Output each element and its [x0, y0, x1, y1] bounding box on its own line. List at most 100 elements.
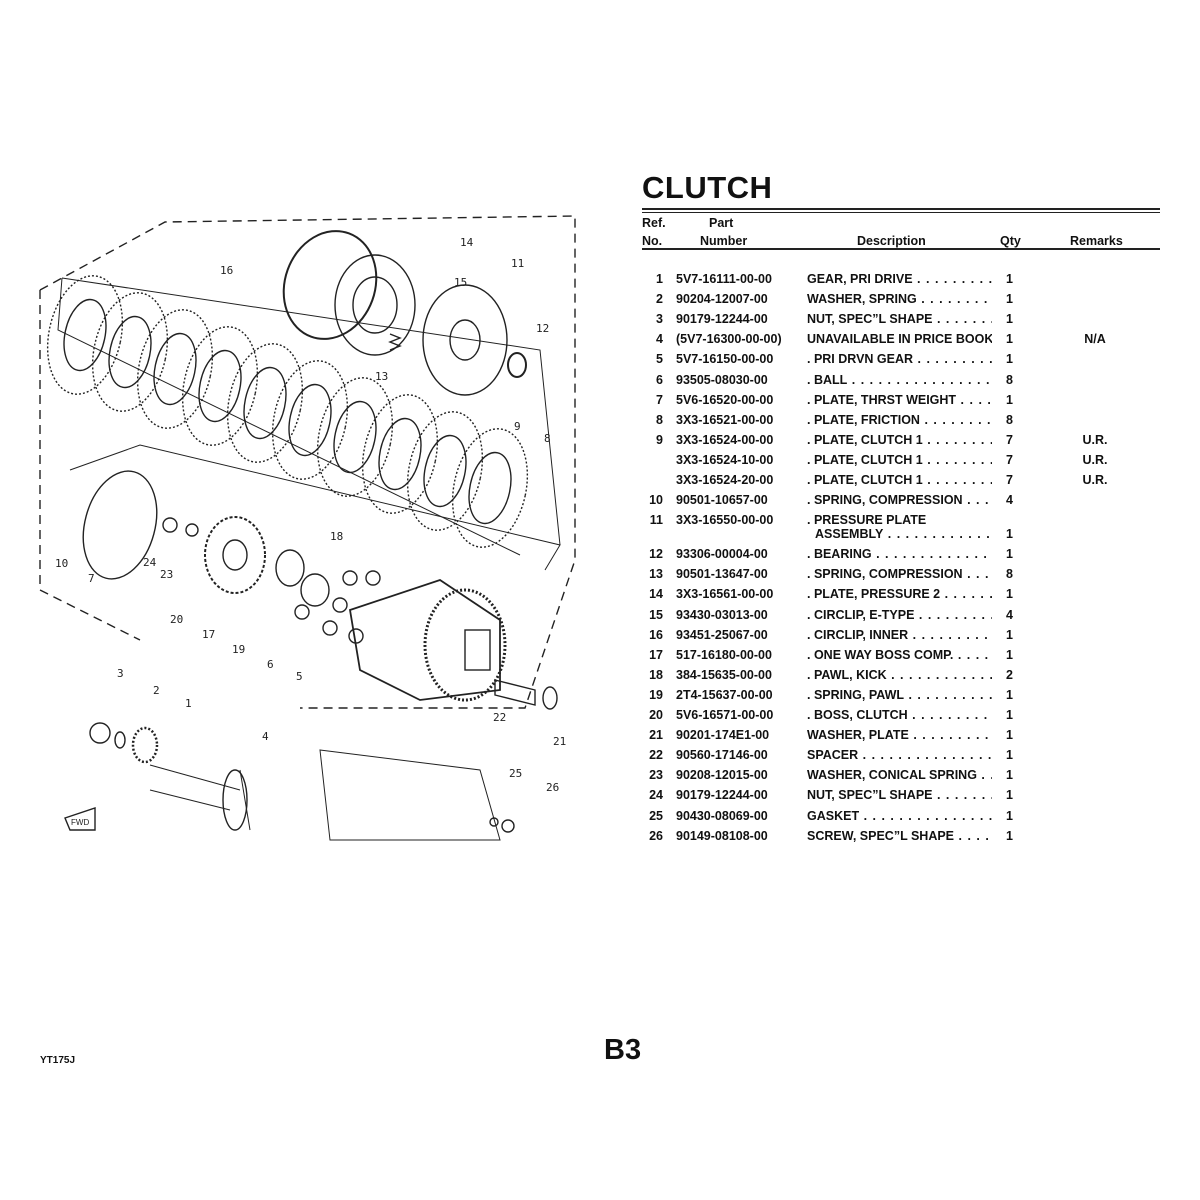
pressure-plate [422, 284, 508, 396]
quantity: 1 [1006, 828, 1013, 843]
gasket [489, 817, 499, 827]
thrust-plate [82, 470, 158, 580]
remarks: U.R. [1082, 473, 1108, 487]
title-rule [642, 208, 1160, 210]
quantity: 8 [1006, 567, 1013, 582]
description: . PLATE, CLUTCH 1 [807, 433, 992, 447]
callout-label: 26 [546, 781, 560, 794]
quantity: 1 [1006, 587, 1013, 602]
part-number: 90179-12244-00 [676, 788, 768, 803]
quantity: 7 [1006, 452, 1013, 467]
quantity: 4 [1006, 607, 1013, 622]
clutch-plate [271, 360, 349, 480]
part-number: 3X3-16561-00-00 [676, 587, 774, 602]
part-number: 5V6-16571-00-00 [676, 708, 774, 722]
clutch-boss-hole [222, 539, 248, 571]
part-number: 3X3-16524-20-00 [676, 473, 774, 487]
quantity: 1 [1006, 768, 1013, 783]
quantity: 1 [1006, 392, 1013, 407]
ref-number: 14 [649, 587, 663, 602]
remarks: U.R. [1082, 432, 1108, 447]
part-number: 90179-12244-00 [676, 312, 768, 327]
pawl-spring [300, 573, 330, 607]
clutch-plate [91, 292, 169, 412]
plate-inner-edge [333, 400, 377, 474]
ref-number: 19 [649, 687, 663, 702]
balls [294, 570, 381, 644]
part-number: 384-15635-00-00 [676, 667, 772, 682]
description: . SPRING, COMPRESSION [807, 493, 992, 507]
header-ref-top: Ref. [642, 216, 666, 230]
part-number: 5V6-16520-00-00 [676, 392, 774, 407]
table-row: 3X3-16524-10-00. PLATE, CLUTCH 17U.R. [640, 453, 1160, 473]
quantity: 1 [1006, 332, 1013, 347]
quantity: 1 [1006, 687, 1013, 702]
spring [388, 333, 402, 351]
callout-label: 6 [267, 658, 274, 671]
callout-label: 1 [185, 697, 192, 710]
part-number: 90204-12007-00 [676, 292, 768, 307]
part-number: 3X3-16521-00-00 [676, 412, 774, 427]
part-number: (5V7-16300-00-00) [676, 332, 782, 347]
part-number: 2T4-15637-00-00 [676, 687, 773, 702]
quantity: 4 [1006, 493, 1013, 508]
plate-inner-edge [468, 451, 512, 525]
ref-number: 17 [649, 647, 663, 662]
quantity: 1 [1006, 292, 1013, 307]
ref-number: 5 [656, 352, 663, 367]
quantity: 7 [1006, 473, 1013, 487]
callout-label: 12 [536, 322, 550, 335]
callout-label: 17 [202, 628, 216, 641]
clutch-housing [348, 579, 501, 701]
primary-driven-gear [423, 588, 507, 702]
part-number: 93505-08030-00 [676, 372, 768, 387]
quantity: 8 [1006, 372, 1013, 387]
fwd-arrow-logo: FWD [64, 807, 96, 831]
callout-label: 23 [160, 568, 174, 581]
crankshaft-and-case [149, 749, 501, 841]
clutch-plates [46, 275, 529, 548]
part-number: 93430-03013-00 [676, 607, 768, 622]
description: . PRESSURE PLATE [807, 513, 927, 528]
description: . SPRING, PAWL [807, 688, 992, 702]
circlip-inner [282, 230, 378, 340]
callout-label: 15 [454, 276, 468, 289]
plate-inner-edge [198, 349, 242, 423]
description: . ONE WAY BOSS COMP. [807, 648, 992, 662]
quantity: 1 [1006, 788, 1013, 803]
plate-inner-edge [288, 383, 332, 457]
description: NUT, SPEC”L SHAPE [807, 788, 992, 802]
quantity: 1 [1006, 627, 1013, 642]
callout-label: 25 [509, 767, 523, 780]
table-row: 23 90208-12015-00 WASHER, CONICAL SPRING 1 [640, 768, 1160, 788]
callout-label: 18 [330, 530, 344, 543]
pressure-plate-2-hole [352, 276, 398, 334]
pressure-plate-hub [449, 319, 481, 361]
ref-number: 18 [649, 667, 663, 682]
header-ref-bottom: No. [642, 234, 663, 248]
clutch-boss [204, 516, 266, 594]
quantity: 1 [1006, 728, 1013, 743]
ref-number: 23 [649, 768, 663, 783]
callout-label: 20 [170, 613, 184, 626]
table-row: 4(5V7-16300-00-00)UNAVAILABLE IN PRICE B… [640, 332, 1160, 352]
ref-number: 2 [656, 292, 663, 307]
part-number: 3X3-16524-10-00 [676, 452, 774, 467]
description: . PRI DRVN GEAR [807, 352, 992, 366]
clutch-plate [226, 343, 304, 463]
description: WASHER, CONICAL SPRING [807, 768, 992, 782]
quantity: 1 [1006, 527, 1013, 542]
plate-inner-edge [423, 434, 467, 508]
part-number: 90208-12015-00 [676, 768, 768, 783]
primary-drive-gear [131, 726, 159, 764]
clutch-plate [181, 326, 259, 446]
model-code: YT175J [40, 1055, 76, 1066]
